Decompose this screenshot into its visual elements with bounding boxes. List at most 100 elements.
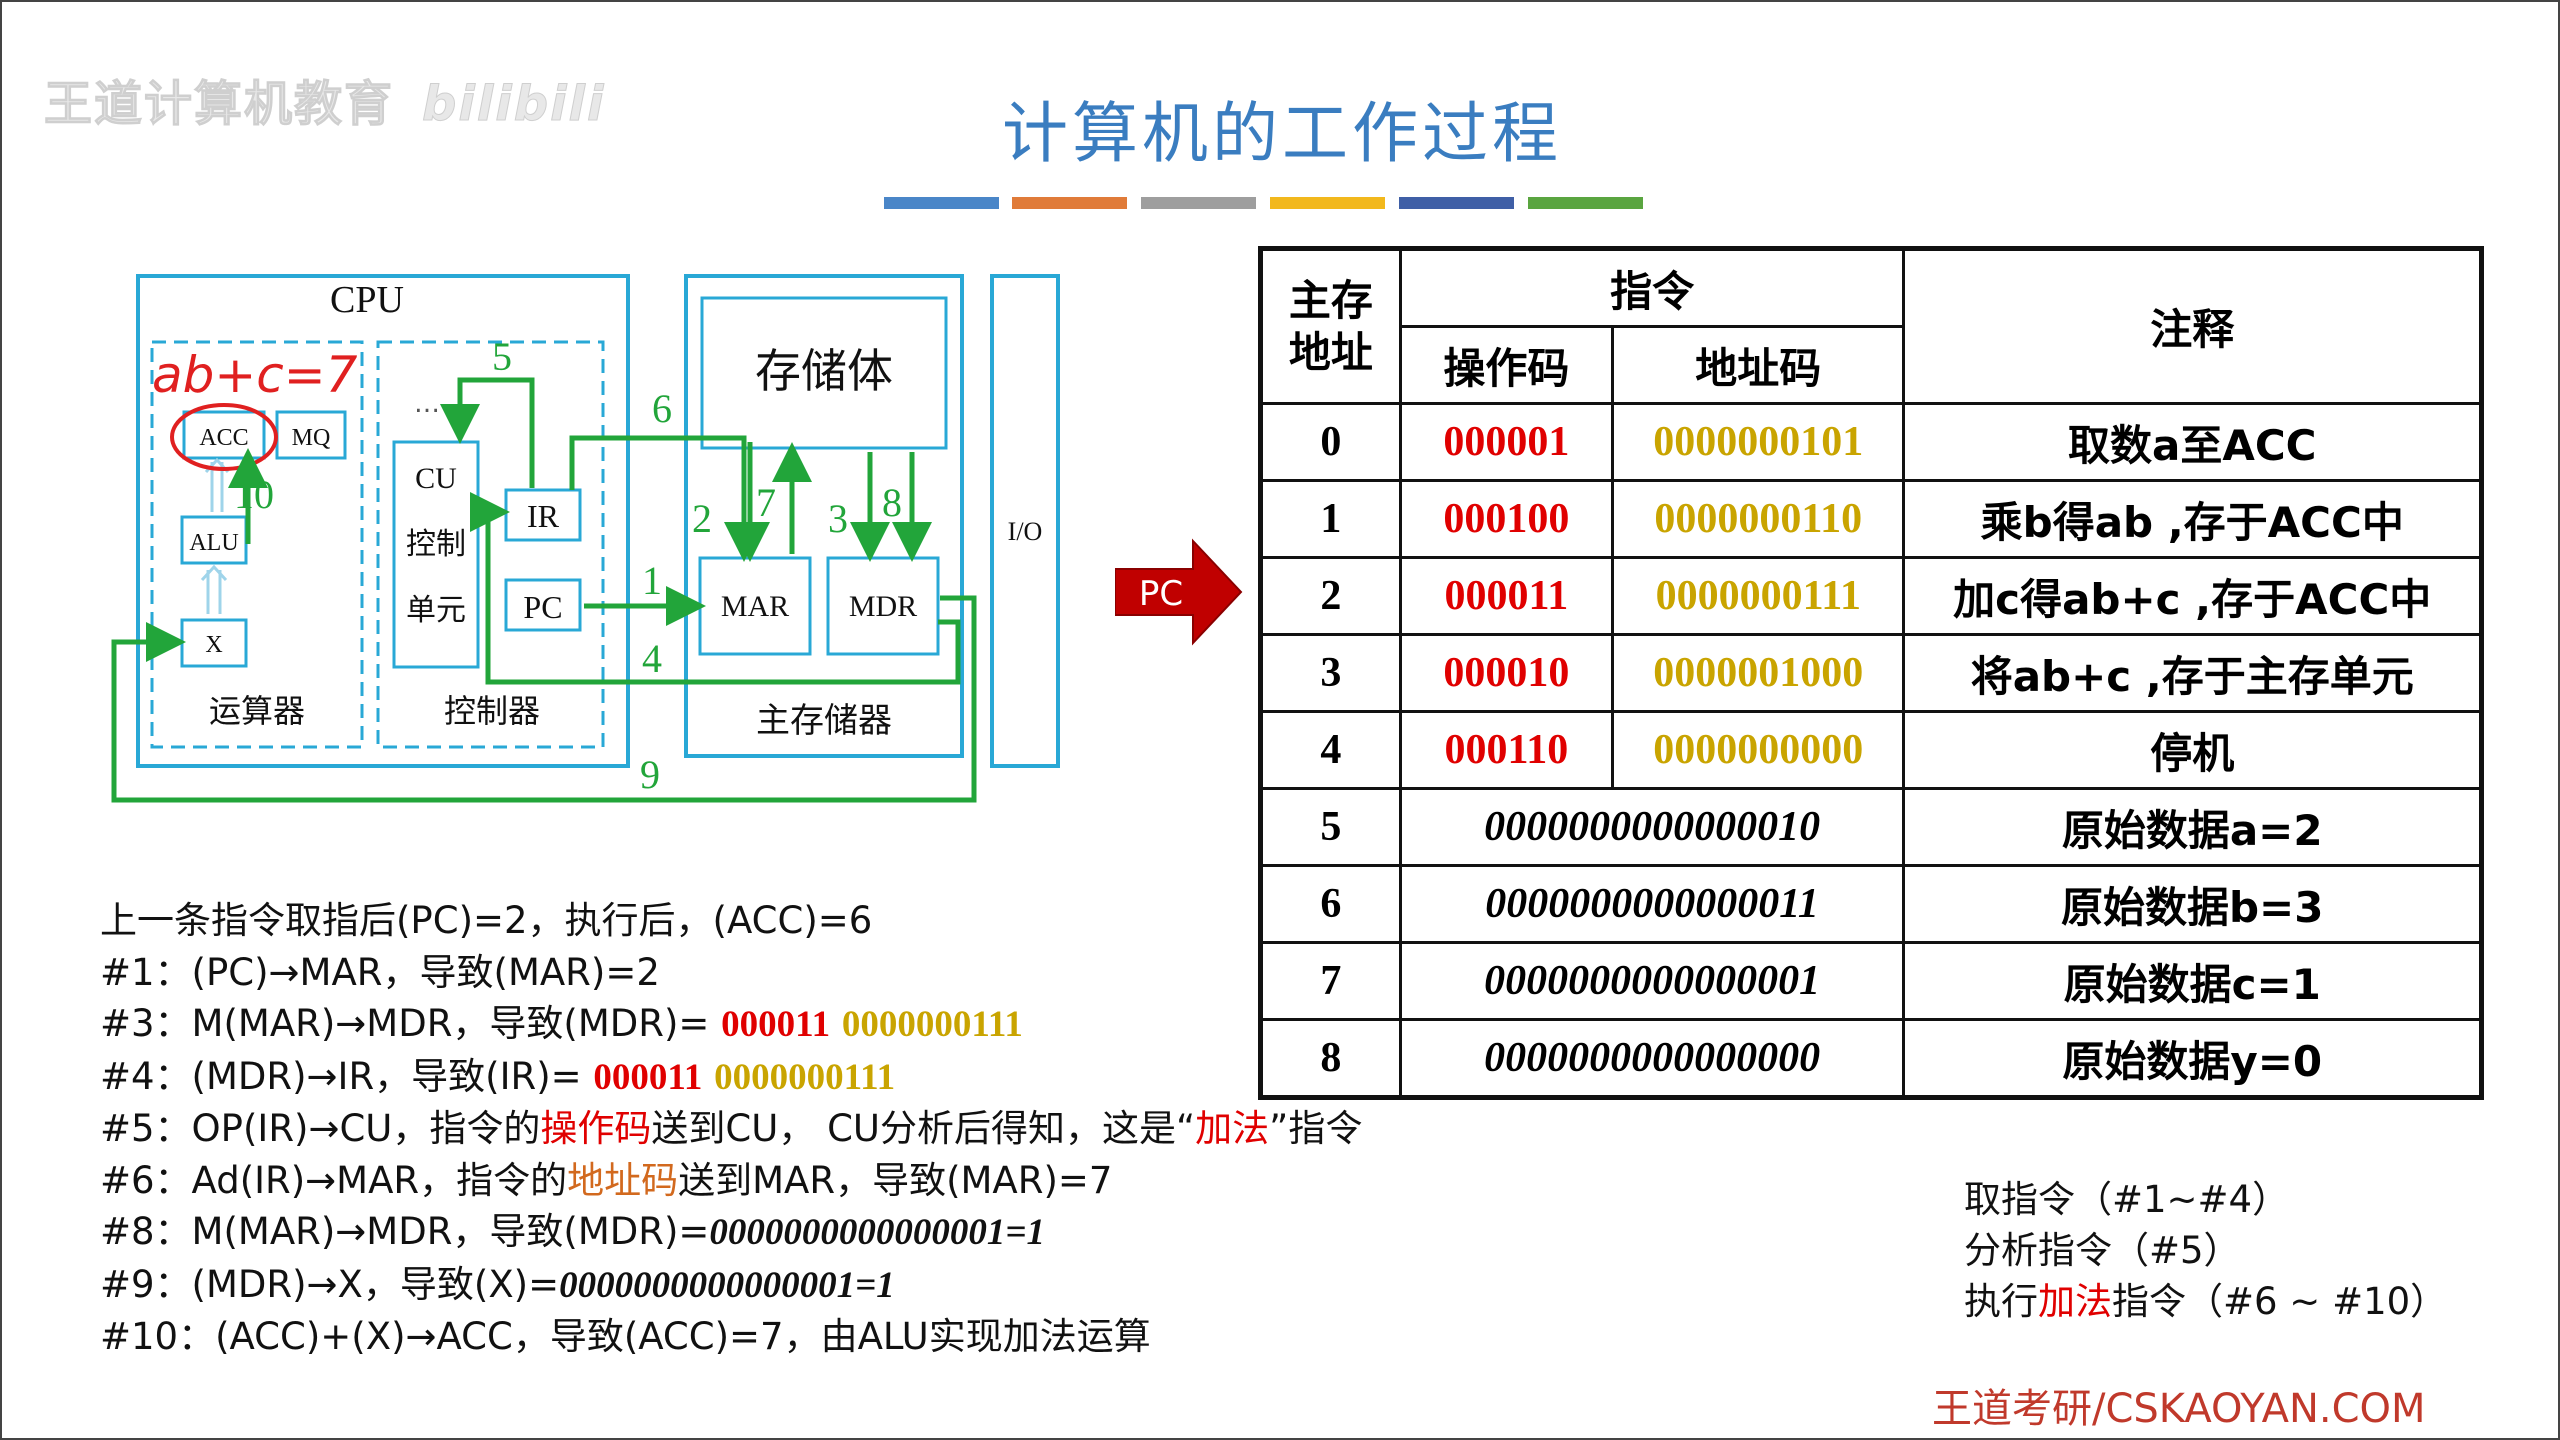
step-label-10: 10 — [234, 472, 274, 517]
io-box — [990, 274, 1060, 768]
color-bar-2 — [1012, 197, 1127, 209]
row-address: 5 — [1259, 787, 1402, 867]
acc-label: ACC — [199, 425, 248, 451]
cu-label: CU — [415, 462, 457, 495]
row-note: 原始数据y=0 — [1902, 1018, 2483, 1099]
step-label-5: 5 — [492, 334, 512, 379]
step-10: #10：(ACC)+(X)→ACC，导致(ACC)=7，由ALU实现加法运算 — [100, 1315, 1151, 1358]
step-5: #5：OP(IR)→CU，指令的操作码送到CU， CU分析后得知，这是“加法”指… — [100, 1107, 1363, 1150]
row-opcode: 000011 — [1398, 556, 1615, 636]
handwritten-note: ab+c=7 — [152, 346, 358, 404]
step-intro: 上一条指令取指后(PC)=2，执行后，(ACC)=6 — [100, 899, 873, 942]
table-row: 0 000001 0000000101 取数a至ACC — [1259, 402, 2483, 482]
row-note: 将ab+c ,存于主存单元 — [1902, 633, 2483, 713]
instruction-table: 主存地址 指令 注释 操作码 地址码 0 000001 0000000101 取… — [1258, 246, 2484, 1100]
pc-pointer-label: PC — [1139, 574, 1183, 614]
table-row: 4 000110 0000000000 停机 — [1259, 710, 2483, 790]
table-row: 2 000011 0000000111 加c得ab+c ,存于ACC中 — [1259, 556, 2483, 636]
row-address: 0 — [1259, 402, 1402, 482]
flow-5 — [440, 377, 535, 488]
row-address: 7 — [1259, 941, 1402, 1021]
row-opcode: 000110 — [1398, 710, 1615, 790]
row-data: 0000000000000000 — [1398, 1018, 1906, 1099]
color-bar-6 — [1528, 197, 1643, 209]
table-row: 5 0000000000000010 原始数据a=2 — [1259, 787, 2483, 867]
step-label-7: 7 — [756, 480, 776, 525]
row-address: 3 — [1259, 633, 1402, 713]
data-flow-arrows — [111, 377, 977, 803]
row-data: 0000000000000011 — [1398, 864, 1906, 944]
table-row: 7 0000000000000001 原始数据c=1 — [1259, 941, 2483, 1021]
summary-fetch: 取指令（#1~#4） — [1964, 1178, 2290, 1221]
x-alu-arrow — [200, 564, 228, 614]
row-address: 6 — [1259, 864, 1402, 944]
step-9: #9：(MDR)→X，导致(X)=0000000000000001=1 — [100, 1262, 895, 1306]
mar-label: MAR — [721, 590, 789, 623]
bilibili-logo: bilibili — [422, 76, 606, 133]
pc-pointer-arrow: PC — [1115, 538, 1243, 646]
row-address-code: 0000000111 — [1611, 556, 1906, 636]
header-note: 注释 — [1902, 247, 2483, 405]
cu-box — [392, 440, 480, 669]
computer-architecture-diagram: CPU 运算器 控制器 ACC MQ ALU X CU 控制 单元 … IR P… — [111, 274, 1060, 803]
header-address: 主存地址 — [1259, 247, 1402, 405]
step-6: #6：Ad(IR)→MAR，指令的地址码送到MAR，导致(MAR)=7 — [100, 1158, 1113, 1202]
color-bar-3 — [1141, 197, 1256, 209]
row-address: 8 — [1259, 1018, 1402, 1099]
footer-brand: 王道考研/CSKAOYAN.COM — [1932, 1386, 2426, 1432]
row-address-code: 0000000000 — [1611, 710, 1906, 790]
summary-analyze: 分析指令（#5） — [1964, 1229, 2241, 1272]
acc-box — [182, 410, 266, 460]
cpu-box — [136, 274, 630, 768]
io-label: I/O — [1008, 517, 1043, 546]
mdr-label: MDR — [849, 590, 917, 623]
ellipsis: … — [414, 389, 440, 419]
header-instruction: 指令 — [1398, 247, 1906, 328]
step-label-1: 1 — [642, 558, 662, 603]
row-address-code: 0000001000 — [1611, 633, 1906, 713]
x-label: X — [205, 632, 222, 658]
main-memory-box — [684, 274, 964, 758]
step-4: #4：(MDR)→IR，导致(IR)= 000011 0000000111 — [100, 1054, 896, 1098]
watermark-brand: 王道计算机教育 — [43, 76, 395, 133]
row-note: 原始数据a=2 — [1902, 787, 2483, 867]
color-bar-4 — [1270, 197, 1385, 209]
step-label-3: 3 — [828, 496, 848, 541]
row-address-code: 0000000110 — [1611, 479, 1906, 559]
step-label-9: 9 — [640, 752, 660, 797]
alu-unit-label: 运算器 — [209, 692, 305, 730]
row-address: 4 — [1259, 710, 1402, 790]
slide-title: 计算机的工作过程 — [1002, 95, 1562, 172]
step-1: #1：(PC)→MAR，导致(MAR)=2 — [100, 950, 660, 994]
step-label-8: 8 — [882, 480, 902, 525]
row-opcode: 000010 — [1398, 633, 1615, 713]
cpu-label: CPU — [330, 279, 404, 321]
row-note: 原始数据b=3 — [1902, 864, 2483, 944]
row-note: 原始数据c=1 — [1902, 941, 2483, 1021]
step-8: #8：M(MAR)→MDR，导致(MDR)=0000000000000001=1 — [100, 1210, 1045, 1253]
summary-execute: 执行加法指令（#6 ~ #10） — [1964, 1280, 2448, 1323]
header-address-code: 地址码 — [1611, 325, 1906, 405]
row-data: 0000000000000001 — [1398, 941, 1906, 1021]
row-address: 2 — [1259, 556, 1402, 636]
cu-sub1: 控制 — [406, 527, 466, 562]
pc-label: PC — [523, 589, 562, 625]
main-memory-label: 主存储器 — [756, 701, 892, 741]
table-row: 8 0000000000000000 原始数据y=0 — [1259, 1018, 2483, 1099]
color-bar-5 — [1399, 197, 1514, 209]
row-note: 加c得ab+c ,存于ACC中 — [1902, 556, 2483, 636]
table-row: 1 000100 0000000110 乘b得ab ,存于ACC中 — [1259, 479, 2483, 559]
mq-label: MQ — [292, 425, 331, 451]
step-label-4: 4 — [642, 636, 662, 681]
flow-4 — [470, 492, 961, 685]
step-3: #3：M(MAR)→MDR，导致(MDR)= 000011 0000000111 — [100, 1002, 1023, 1045]
row-note: 停机 — [1902, 710, 2483, 790]
storage-body-box — [700, 296, 948, 450]
step-label-2: 2 — [692, 496, 712, 541]
cu-sub2: 单元 — [406, 593, 466, 628]
storage-body-label: 存储体 — [755, 344, 893, 398]
control-unit-box — [376, 340, 605, 749]
alu-label: ALU — [189, 530, 238, 556]
control-unit-label: 控制器 — [444, 692, 540, 730]
